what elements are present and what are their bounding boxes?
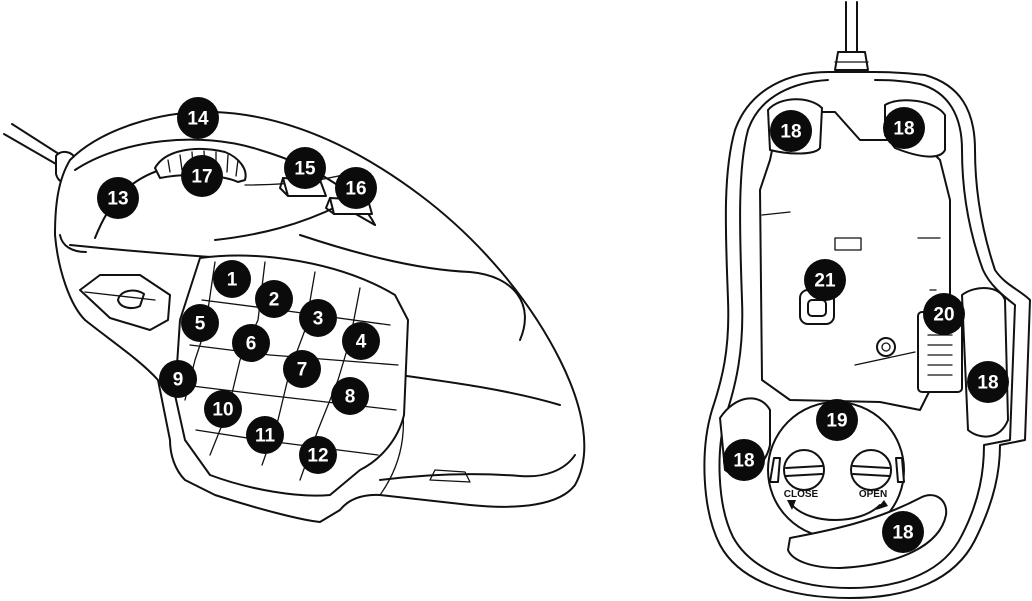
callout-18-right-side: 18	[967, 361, 1009, 403]
svg-text:9: 9	[173, 370, 184, 391]
callout-5: 5	[181, 304, 219, 342]
callout-14: 14	[177, 97, 219, 139]
svg-text:21: 21	[814, 271, 836, 292]
callout-13: 13	[97, 177, 139, 219]
callout-18-top-left: 18	[770, 110, 812, 152]
svg-text:12: 12	[307, 446, 328, 467]
svg-text:8: 8	[345, 387, 356, 408]
callout-1: 1	[213, 260, 251, 298]
callout-21: 21	[804, 259, 846, 301]
callout-16: 16	[335, 167, 377, 209]
svg-text:5: 5	[195, 314, 206, 335]
svg-text:20: 20	[933, 305, 954, 326]
callout-4: 4	[342, 322, 380, 360]
svg-text:19: 19	[826, 411, 847, 432]
svg-text:6: 6	[246, 334, 257, 355]
svg-text:3: 3	[313, 309, 324, 330]
callout-12: 12	[299, 436, 337, 474]
callout-10: 10	[204, 390, 242, 428]
callout-17: 17	[181, 155, 223, 197]
svg-text:18: 18	[892, 523, 913, 544]
svg-text:7: 7	[297, 360, 308, 381]
svg-text:13: 13	[107, 189, 128, 210]
callout-18-left-side: 18	[723, 439, 765, 481]
mouse-bottom-view	[703, 1, 1031, 599]
svg-text:16: 16	[345, 179, 366, 200]
svg-text:18: 18	[780, 122, 801, 143]
callout-6: 6	[232, 324, 270, 362]
svg-text:18: 18	[893, 119, 914, 140]
svg-text:18: 18	[977, 373, 998, 394]
svg-text:14: 14	[187, 109, 209, 130]
weight-cover-open-label: OPEN	[859, 489, 887, 500]
svg-text:11: 11	[255, 426, 276, 447]
svg-text:17: 17	[191, 167, 212, 188]
callout-3: 3	[299, 299, 337, 337]
callout-7: 7	[283, 350, 321, 388]
svg-text:4: 4	[356, 332, 367, 353]
callout-2: 2	[255, 280, 293, 318]
callout-20: 20	[923, 293, 965, 335]
callout-19: 19	[816, 399, 858, 441]
weight-cover-close-label: CLOSE	[784, 489, 819, 500]
callout-18-top-right: 18	[883, 107, 925, 149]
callout-8: 8	[331, 377, 369, 415]
callout-18-bottom: 18	[882, 511, 924, 553]
svg-text:15: 15	[294, 159, 316, 180]
callout-15: 15	[284, 147, 326, 189]
svg-text:2: 2	[269, 290, 280, 311]
callout-11: 11	[246, 416, 284, 454]
svg-text:1: 1	[227, 270, 238, 291]
svg-text:18: 18	[733, 451, 754, 472]
svg-text:10: 10	[212, 400, 233, 421]
callout-9: 9	[159, 360, 197, 398]
